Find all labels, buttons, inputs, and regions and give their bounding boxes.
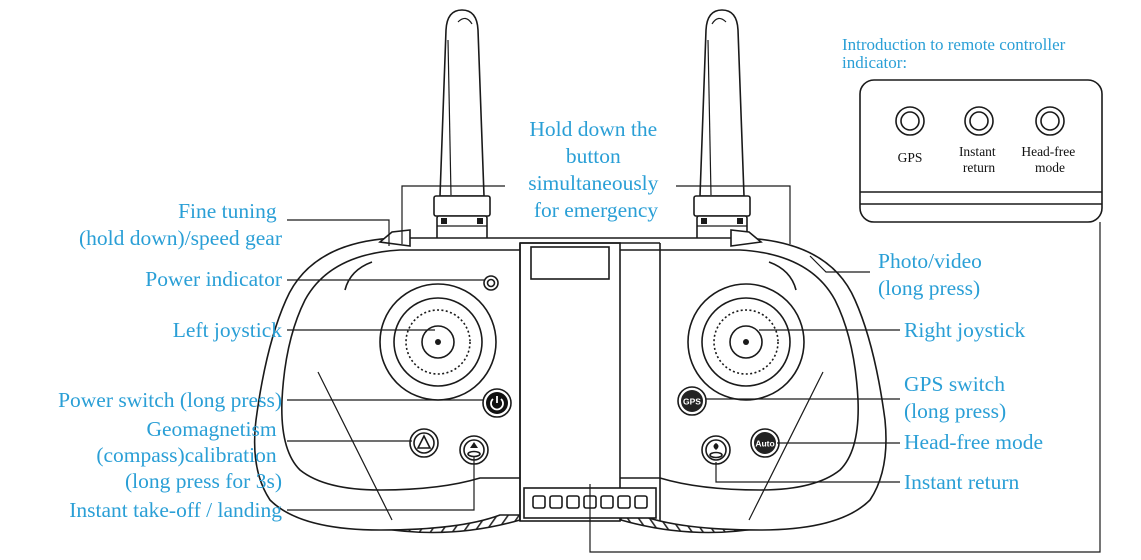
- label-fine-tuning: Fine tuning (hold down)/speed gear: [79, 199, 282, 250]
- label-right-joystick: Right joystick: [904, 318, 1025, 342]
- right-joystick[interactable]: [687, 283, 805, 401]
- head-free-button[interactable]: Auto: [750, 428, 780, 458]
- gps-indicator-label: GPS: [898, 150, 923, 165]
- gps-indicator: GPS: [895, 106, 925, 165]
- labels-left: Fine tuning (hold down)/speed gear Power…: [58, 199, 282, 522]
- instant-return-button[interactable]: [701, 435, 731, 465]
- leader-lines: [287, 185, 1101, 553]
- label-power-indicator: Power indicator: [145, 267, 282, 291]
- gps-button-glyph: GPS: [683, 397, 701, 407]
- instant-return-indicator: Instant return: [959, 106, 999, 175]
- bottom-ports: [532, 495, 648, 509]
- label-geomagnetism: Geomagnetism (compass)calibration (long …: [96, 417, 282, 493]
- label-photo-video: Photo/video (long press): [878, 249, 987, 300]
- label-power-switch: Power switch (long press): [58, 388, 282, 412]
- left-joystick[interactable]: [379, 283, 497, 401]
- label-emergency: Hold down the button simultaneously for …: [528, 117, 664, 222]
- instant-return-indicator-label: Instant return: [959, 144, 999, 175]
- labels-right: Photo/video (long press) Right joystick …: [878, 249, 1043, 494]
- labels-top: Hold down the button simultaneously for …: [528, 117, 664, 222]
- label-gps-switch: GPS switch (long press): [904, 372, 1010, 423]
- auto-button-glyph: Auto: [755, 439, 774, 449]
- head-free-mode-indicator: Head-free mode: [1021, 106, 1078, 175]
- label-left-joystick: Left joystick: [173, 318, 283, 342]
- label-head-free-mode: Head-free mode: [904, 430, 1043, 454]
- indicator-panel: Introduction to remote controller indica…: [842, 35, 1103, 223]
- compass-calibration-button[interactable]: [409, 428, 439, 458]
- head-free-mode-indicator-label: Head-free mode: [1021, 144, 1078, 175]
- power-button[interactable]: [482, 388, 512, 418]
- left-antenna: [433, 9, 491, 243]
- indicator-panel-title: Introduction to remote controller indica…: [842, 35, 1070, 72]
- right-antenna: [693, 9, 751, 243]
- label-takeoff-landing: Instant take-off / landing: [69, 498, 282, 522]
- power-indicator-light: [483, 275, 499, 291]
- gps-button[interactable]: GPS: [677, 386, 707, 416]
- label-instant-return: Instant return: [904, 470, 1019, 494]
- phone-holder: [519, 242, 657, 522]
